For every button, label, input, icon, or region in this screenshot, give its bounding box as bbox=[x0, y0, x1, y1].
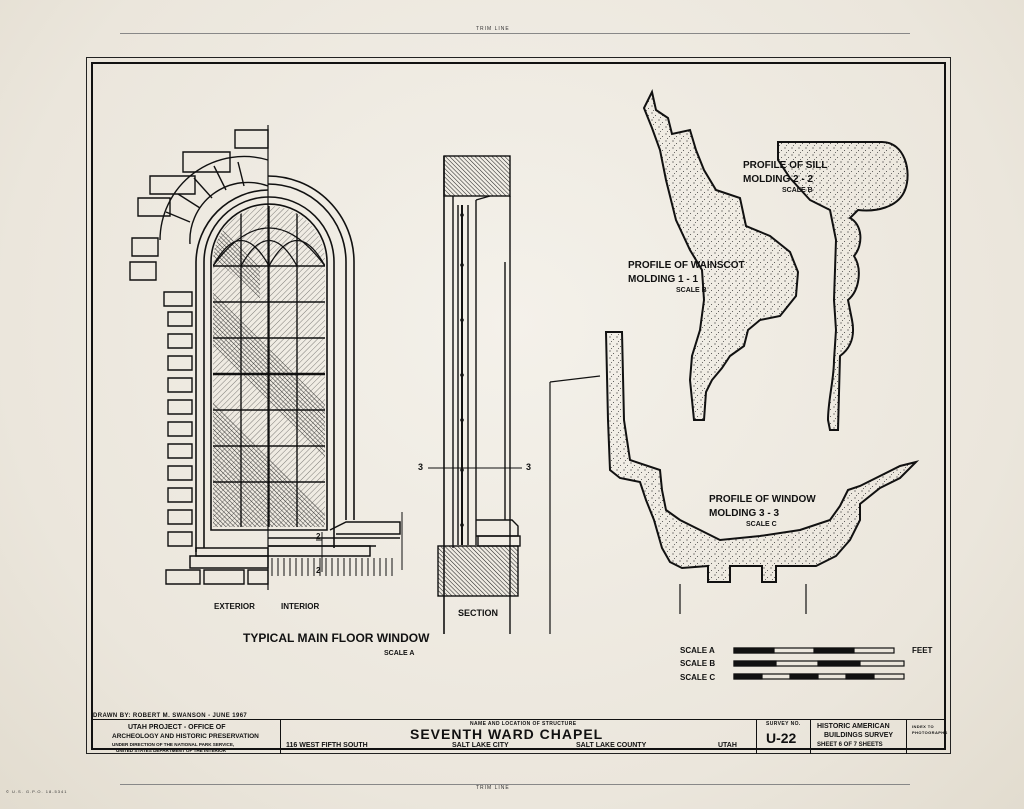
survey-number: U-22 bbox=[766, 730, 797, 746]
wainscot-lines bbox=[271, 512, 403, 576]
sheet-info: SHEET 6 OF 7 SHEETS bbox=[817, 742, 883, 748]
sheet-border-outer bbox=[86, 57, 951, 754]
project-line-1: UTAH PROJECT - OFFICE OF bbox=[128, 724, 226, 731]
project-line-3: UNDER DIRECTION OF THE NATIONAL PARK SER… bbox=[112, 742, 235, 747]
section-label: SECTION bbox=[458, 608, 499, 618]
cut-line-2-2 bbox=[316, 532, 323, 572]
project-line-4: UNITED STATES DEPARTMENT OF THE INTERIOR bbox=[116, 748, 226, 753]
address: 116 WEST FIFTH SOUTH bbox=[286, 742, 368, 749]
trim-line-bottom bbox=[120, 784, 910, 785]
trim-line-top bbox=[120, 33, 910, 34]
index-note-1: INDEX TO bbox=[912, 724, 935, 729]
cut-2-top: 2 bbox=[316, 532, 321, 541]
scale-b-label: SCALE B bbox=[680, 659, 716, 668]
structure-name: SEVENTH WARD CHAPEL bbox=[410, 726, 604, 742]
sill-title-1: PROFILE OF SILL bbox=[743, 160, 828, 171]
county: SALT LAKE COUNTY bbox=[576, 742, 647, 749]
cut-2-bottom: 2 bbox=[316, 566, 321, 575]
city: SALT LAKE CITY bbox=[452, 742, 509, 749]
wainscot-title-2: MOLDING 1 - 1 bbox=[628, 274, 699, 285]
title-block-divider-4 bbox=[906, 720, 907, 754]
window-sill bbox=[189, 521, 401, 569]
title-block-rule bbox=[91, 719, 946, 720]
sill-scale: SCALE B bbox=[782, 187, 813, 194]
scale-a-label: SCALE A bbox=[680, 646, 715, 655]
wainscot-molding-profile bbox=[642, 89, 800, 421]
trim-label-bottom: TRIM LINE bbox=[476, 785, 510, 791]
window-scale: SCALE A bbox=[384, 650, 415, 657]
title-block-divider-3 bbox=[810, 720, 811, 754]
sill-title-2: MOLDING 2 - 2 bbox=[743, 174, 814, 185]
sheet-border-inner bbox=[91, 62, 946, 750]
window-profile-title-2: MOLDING 3 - 3 bbox=[709, 508, 780, 519]
stone-arch bbox=[159, 155, 269, 245]
survey-caption: SURVEY NO. bbox=[766, 721, 801, 727]
sill-molding-profile bbox=[777, 141, 909, 431]
title-block-divider-1 bbox=[280, 720, 281, 754]
name-caption: NAME AND LOCATION OF STRUCTURE bbox=[470, 721, 577, 727]
exterior-label: EXTERIOR bbox=[214, 602, 255, 611]
graphic-scales bbox=[733, 647, 905, 680]
title-block-divider-2 bbox=[756, 720, 757, 754]
window-section bbox=[437, 155, 521, 634]
agency-line-1: HISTORIC AMERICAN bbox=[817, 723, 890, 730]
index-note-2: PHOTOGRAPHS bbox=[912, 730, 948, 735]
profile-leaders bbox=[549, 375, 807, 634]
drawn-by: DRAWN BY: ROBERT M. SWANSON - JUNE 1967 bbox=[93, 713, 248, 719]
stone-masonry bbox=[129, 129, 269, 585]
window-elevation bbox=[129, 125, 403, 590]
window-molding-profile bbox=[604, 331, 920, 583]
scale-c-label: SCALE C bbox=[680, 673, 716, 682]
project-line-2: ARCHEOLOGY AND HISTORIC PRESERVATION bbox=[112, 733, 259, 740]
wainscot-title-1: PROFILE OF WAINSCOT bbox=[628, 260, 745, 271]
printer-note: © U.S. G.P.O. 18-5341 bbox=[6, 789, 68, 794]
cut-3-right: 3 bbox=[526, 462, 532, 472]
stained-glass bbox=[213, 206, 325, 527]
scale-unit: FEET bbox=[912, 646, 933, 655]
window-title: TYPICAL MAIN FLOOR WINDOW bbox=[243, 631, 430, 645]
state: UTAH bbox=[718, 742, 737, 749]
wainscot-scale: SCALE B bbox=[676, 287, 707, 294]
interior-label: INTERIOR bbox=[281, 602, 320, 611]
window-profile-scale: SCALE C bbox=[746, 521, 777, 528]
agency-line-2: BUILDINGS SURVEY bbox=[824, 732, 894, 739]
trim-label-top: TRIM LINE bbox=[476, 26, 510, 32]
cut-3-left: 3 bbox=[418, 462, 424, 472]
window-profile-title-1: PROFILE OF WINDOW bbox=[709, 494, 816, 505]
